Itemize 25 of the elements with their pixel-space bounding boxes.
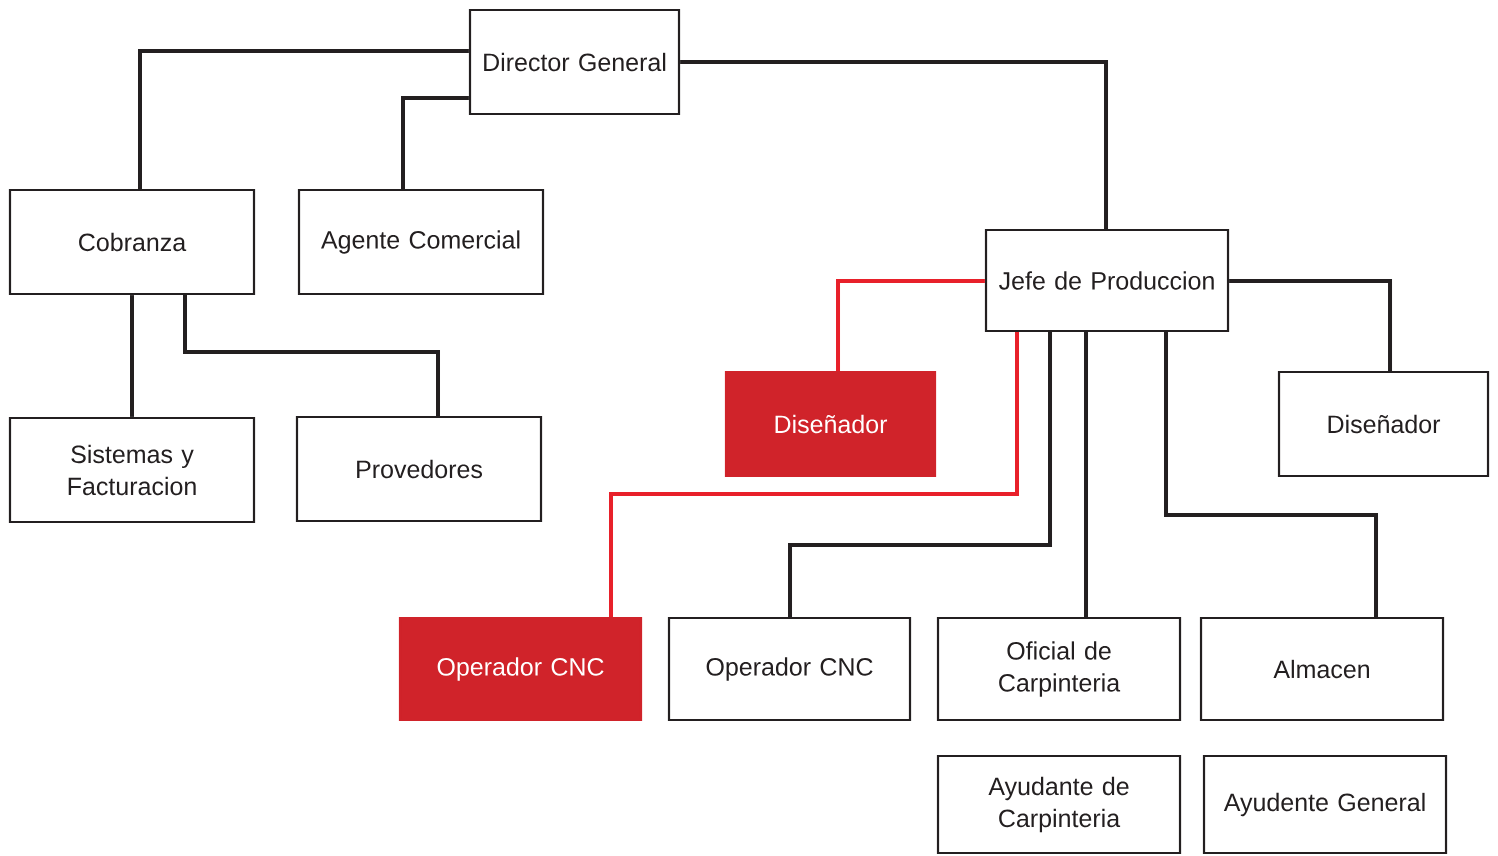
org-box: Ayudante de Carpinteria xyxy=(936,754,1182,855)
connector-line xyxy=(138,49,469,189)
connector-line xyxy=(1084,332,1088,617)
org-box: Diseñador xyxy=(1277,370,1490,478)
connector-line xyxy=(401,96,469,189)
org-box: Operador CNC xyxy=(398,616,643,722)
connector-line xyxy=(680,60,1108,229)
org-box: Director General xyxy=(468,8,681,116)
connector-line xyxy=(609,332,1019,617)
org-box: Ayudente General xyxy=(1202,754,1448,855)
org-box: Oficial de Carpinteria xyxy=(936,616,1182,722)
connector-line xyxy=(836,279,985,371)
org-box: Almacen xyxy=(1199,616,1445,722)
connector-line xyxy=(1164,332,1378,617)
org-box: Provedores xyxy=(295,415,543,523)
org-box: Sistemas y Facturacion xyxy=(8,416,256,524)
org-box: Cobranza xyxy=(8,188,256,296)
org-box: Operador CNC xyxy=(667,616,912,722)
connector-line xyxy=(1229,279,1392,371)
connector-line xyxy=(788,332,1052,617)
connector-line xyxy=(183,295,440,416)
org-box: Agente Comercial xyxy=(297,188,545,296)
org-box: Diseñador xyxy=(724,370,937,478)
org-box: Jefe de Produccion xyxy=(984,228,1230,333)
connector-line xyxy=(130,295,134,417)
